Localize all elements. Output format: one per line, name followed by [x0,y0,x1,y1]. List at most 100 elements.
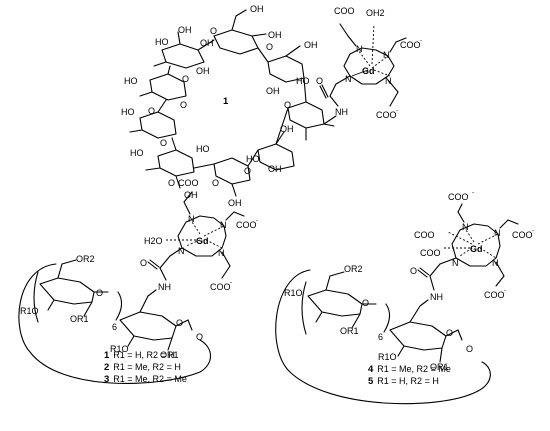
n-label: N [383,50,390,60]
left-linker: NH O [140,247,183,292]
legend-text: R1 = Me, R2 = Me [377,364,451,374]
n-label: N [188,214,195,224]
coo-label: COO [376,110,397,120]
compound-label-top: 1 [223,96,229,107]
legend-num: 1 [104,350,110,361]
o-label: O [466,344,473,354]
coo-label: COO [236,220,257,230]
water-label: H2O [144,236,163,246]
o-label: O [266,42,273,52]
or1-label: OR1 [340,326,359,336]
n-label: N [492,258,499,268]
oh-label: OH [184,190,198,200]
n-label: N [452,258,459,268]
charge-label: - [420,37,422,44]
oh-label: OH [196,66,210,76]
gd-label: Gd [196,236,209,246]
sugar-left-repeat [39,259,109,317]
gd-dota-right: Gd N N N N COO - COO COO COO - COO - [414,189,534,300]
ho-label: HO [196,144,210,154]
gd-dota-left: Gd N N N N H2O COO COO - COO - [144,178,258,292]
sugar-right-repeat [307,271,377,329]
ho-label: HO [121,107,135,117]
o-label: O [212,178,219,188]
svg-text:4R1 = Me, R2 = Me: 4R1 = Me, R2 = Me [368,364,451,375]
water-label: OH2 [366,8,385,18]
o-label: O [316,76,323,86]
coo-label: COO [420,248,441,258]
top-linker: NH O [316,75,351,125]
or2-label: OR2 [76,254,95,264]
n-label: N [356,44,363,54]
charge-label: - [396,107,398,114]
o-label: O [362,298,369,308]
o-label: O [446,328,453,338]
o-label: O [168,178,175,188]
oh-label: OH [280,124,294,134]
glucose-unit-top-left [153,31,215,69]
coo-label: COO [400,40,421,50]
gd-label: Gd [362,66,375,76]
legend-num: 2 [104,362,109,373]
svg-text:3R1 = Me, R2 = Me: 3R1 = Me, R2 = Me [104,374,187,385]
charge-label: - [256,217,258,224]
glucose-unit-right-upper [257,45,307,103]
macrocycle-right: OR2 R1O OR1 O 6 O R1O OR1 O [275,264,491,405]
oh-label: OH [304,40,318,50]
ho-label: HO [130,148,144,158]
coo-label: COO [512,230,533,240]
r1o-label: R1O [110,344,129,354]
ho-label: HO [246,154,260,164]
oh-label: OH [268,164,282,174]
r1o-label: R1O [284,288,303,298]
svg-text:1R1 = H, R2 = H: 1R1 = H, R2 = H [104,350,175,361]
oh-label: OH [266,86,280,96]
o-label: O [284,100,291,110]
coo-label: COO [484,290,505,300]
o-label: O [148,106,155,116]
cd-hydroxyl-labels: OH OH HO OH O OH O OH HO O OH HO O O O H… [121,4,318,208]
right-linker: NH O [410,257,457,302]
oh-label: OH [178,25,192,35]
legend-text: R1 = Me, R2 = Me [113,374,187,384]
oh-label: OH [228,198,242,208]
or1-label: OR1 [70,314,89,324]
ho-label: HO [155,37,169,47]
or2-label: OR2 [344,264,363,274]
coo-label: COO [448,192,469,202]
oh-label: OH [268,30,282,40]
charge-label: - [230,279,232,286]
o-label: O [140,258,147,268]
legend-text: R1 = H, R2 = H [113,350,175,360]
gd-dota-top: Gd N N N N OH2 COO COO - COO - [334,6,422,120]
charge-label: - [472,189,474,196]
o-label: O [410,266,417,276]
sugar-right-linker [389,299,463,363]
glucose-unit-top [213,9,267,55]
o-label: O [180,100,187,110]
o-label: O [96,288,103,298]
r1o-label: R1O [20,306,39,316]
nh-label: NH [335,107,348,117]
legend-text: R1 = H, R2 = H [377,376,439,386]
o-label: O [182,74,189,84]
nh-label: NH [158,282,171,292]
coo-label: COO [414,230,435,240]
o-label: O [160,138,167,148]
o-label: O [244,166,251,176]
o-label: O [196,332,203,342]
n-label: N [462,222,469,232]
coo-label: COO [178,178,199,188]
n-label: N [494,228,501,238]
sugar-left-linker [119,289,193,351]
repeat-count: 6 [378,332,383,342]
o-label: O [176,318,183,328]
charge-label: - [504,287,506,294]
legend-text: R1 = Me, R2 = H [113,362,181,372]
glucose-unit-bottom-left [145,137,195,189]
n-label: N [178,246,185,256]
ho-label: HO [296,76,310,86]
